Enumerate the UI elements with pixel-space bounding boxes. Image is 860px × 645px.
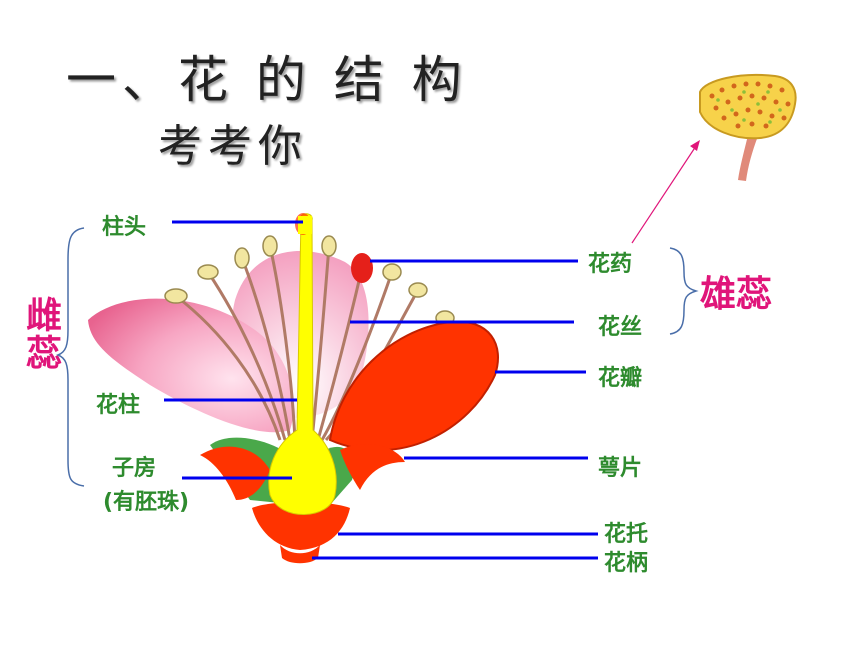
label-filament: 花丝 bbox=[598, 315, 643, 340]
group-label-pistil: 雌蕊 bbox=[20, 296, 61, 372]
label-stigma: 柱头 bbox=[102, 215, 147, 240]
label-ovary-note: (有胚珠) bbox=[103, 490, 190, 515]
label-ovary: 子房 bbox=[112, 456, 157, 481]
right-sepal bbox=[340, 443, 405, 490]
page-title: 一、花 的 结 构 bbox=[66, 51, 468, 109]
label-style: 花柱 bbox=[96, 393, 141, 418]
label-petal: 花瓣 bbox=[598, 366, 643, 391]
stamen-brace bbox=[669, 247, 699, 335]
pedicel bbox=[280, 545, 320, 564]
group-label-stamen: 雄蕊 bbox=[700, 274, 773, 315]
label-sepal: 萼片 bbox=[598, 456, 643, 481]
page-subtitle: 考考你 bbox=[158, 121, 308, 172]
pistil-brace bbox=[55, 227, 85, 487]
red-anther bbox=[351, 253, 373, 283]
label-anther: 花药 bbox=[588, 252, 633, 277]
anther-detail bbox=[699, 73, 797, 181]
leader-lines bbox=[164, 220, 598, 560]
label-receptacle: 花托 bbox=[604, 522, 649, 547]
receptacle bbox=[252, 502, 350, 550]
label-pedicel: 花柄 bbox=[604, 551, 649, 576]
red-petal bbox=[328, 320, 499, 452]
left-sepal bbox=[200, 446, 270, 500]
